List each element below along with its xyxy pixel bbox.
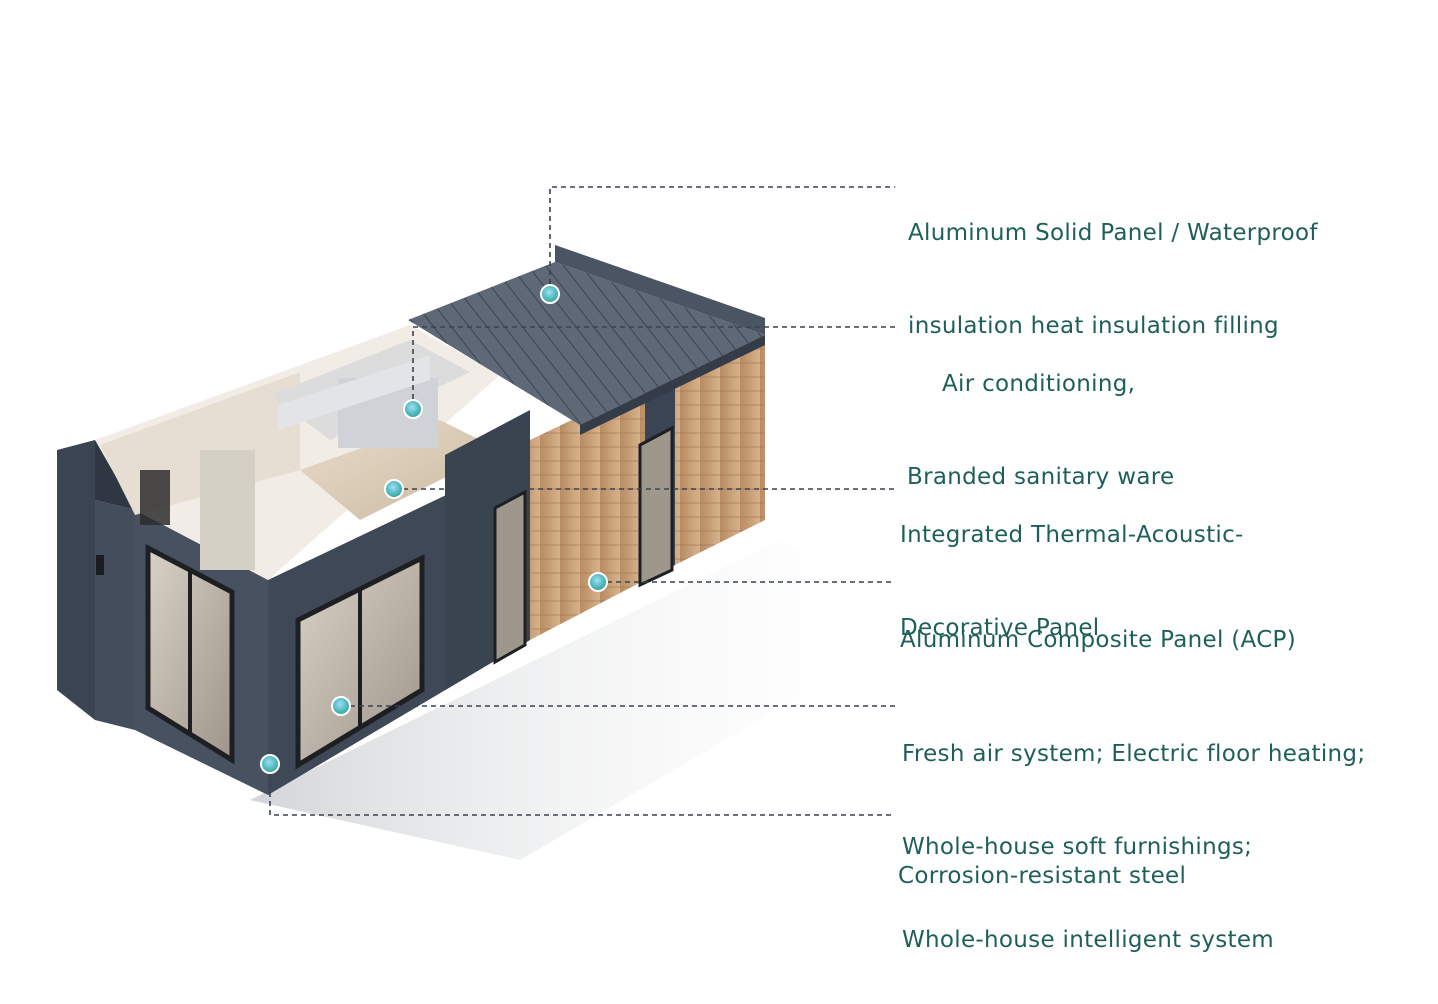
end-wall-left bbox=[57, 440, 135, 730]
middle-wall bbox=[445, 410, 530, 690]
marker-steel bbox=[260, 754, 280, 774]
callout-thermal-label: Integrated Thermal-Acoustic- Decorative … bbox=[900, 458, 1244, 675]
callout-steel-line1: Corrosion-resistant steel bbox=[898, 863, 1187, 889]
leader-line-roof bbox=[549, 186, 895, 293]
callout-ac-line1: Air conditioning, bbox=[942, 371, 1136, 397]
marker-thermal bbox=[384, 479, 404, 499]
callout-fresh-line1: Fresh air system; Electric floor heating… bbox=[902, 741, 1366, 767]
glass-door-right bbox=[295, 553, 425, 770]
leader-line-steel bbox=[269, 765, 895, 816]
callout-fresh-line3: Whole-house intelligent system bbox=[902, 927, 1275, 953]
callout-acp-line1: Aluminum Composite Panel (ACP) bbox=[900, 627, 1296, 653]
leader-line-ac bbox=[412, 326, 895, 408]
marker-roof bbox=[540, 284, 560, 304]
callout-ac-label: Air conditioning, Branded sanitary ware bbox=[907, 307, 1174, 524]
callout-ac-line2: Branded sanitary ware bbox=[907, 464, 1175, 490]
marker-ac bbox=[403, 399, 423, 419]
callout-acp-label: Aluminum Composite Panel (ACP) bbox=[900, 563, 1296, 687]
callout-fresh-line2: Whole-house soft furnishings; bbox=[902, 834, 1253, 860]
callout-steel-label: Corrosion-resistant steel bbox=[898, 799, 1186, 923]
ground-shadow bbox=[250, 540, 930, 860]
glass-door-left bbox=[145, 543, 235, 765]
markers bbox=[260, 284, 608, 774]
callout-thermal-line1: Integrated Thermal-Acoustic- bbox=[900, 522, 1244, 548]
marker-fresh bbox=[331, 696, 351, 716]
callout-fresh-label: Fresh air system; Electric floor heating… bbox=[902, 677, 1365, 987]
wood-cladding bbox=[530, 335, 765, 640]
callout-thermal-line2: Decorative Panel bbox=[900, 615, 1100, 641]
marker-acp bbox=[588, 572, 608, 592]
callout-roof-line2: insulation heat insulation filling bbox=[908, 313, 1279, 339]
callout-roof-label: Aluminum Solid Panel / Waterproof insula… bbox=[908, 156, 1318, 373]
roof bbox=[408, 245, 765, 435]
leader-lines bbox=[269, 186, 895, 816]
interior bbox=[95, 325, 500, 580]
callout-roof-line1: Aluminum Solid Panel / Waterproof bbox=[908, 220, 1318, 246]
